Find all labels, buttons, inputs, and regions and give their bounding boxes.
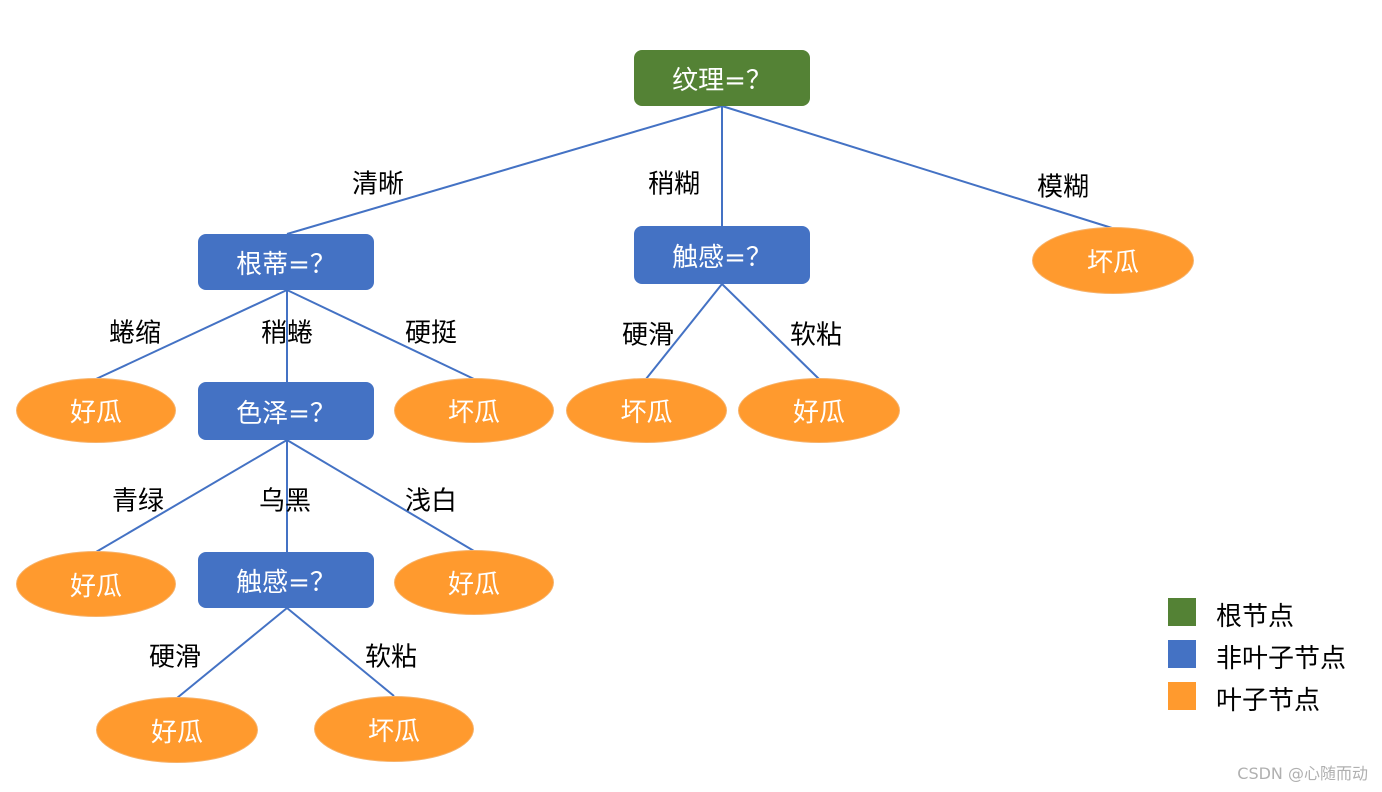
leaf-node: 好瓜	[16, 551, 176, 617]
legend-label: 非叶子节点	[1216, 644, 1347, 674]
inner-node: 根蒂=？	[198, 234, 374, 290]
root-node: 纹理=？	[634, 50, 810, 106]
edge-label: 硬挺	[404, 318, 458, 349]
leaf-node: 好瓜	[96, 697, 258, 763]
leaf-node: 坏瓜	[566, 378, 727, 443]
inner-node: 触感=？	[198, 552, 374, 608]
edge-label: 硬滑	[148, 642, 202, 673]
legend-swatch-inner	[1168, 640, 1196, 668]
edge-label: 清晰	[351, 169, 405, 200]
legend-label: 根节点	[1216, 602, 1295, 632]
leaf-node: 坏瓜	[314, 696, 474, 762]
edge-label: 浅白	[404, 486, 458, 517]
edge-line	[286, 105, 723, 235]
edge-line	[721, 283, 820, 380]
leaf-node: 坏瓜	[1032, 227, 1194, 294]
edge-line	[721, 105, 1113, 229]
edge-label: 稍蜷	[260, 318, 314, 349]
leaf-node: 好瓜	[394, 550, 554, 615]
edge-line	[645, 283, 723, 380]
legend-label: 叶子节点	[1216, 686, 1321, 716]
edge-label: 乌黑	[258, 486, 312, 517]
legend-swatch-root	[1168, 598, 1196, 626]
inner-node: 触感=？	[634, 226, 810, 284]
watermark: CSDN @心随而动	[1237, 764, 1368, 783]
edge-label: 硬滑	[621, 320, 675, 351]
inner-node: 色泽=？	[198, 382, 374, 440]
legend-swatch-leaf	[1168, 682, 1196, 710]
leaf-node: 坏瓜	[394, 378, 554, 443]
edge-line	[95, 289, 288, 380]
edge-line	[286, 439, 475, 552]
edge-label: 青绿	[111, 486, 165, 517]
leaf-node: 好瓜	[16, 378, 176, 443]
edge-label: 模糊	[1036, 172, 1090, 203]
edge-label: 稍糊	[647, 169, 701, 200]
edge-line	[286, 607, 395, 697]
edge-line	[176, 607, 288, 699]
leaf-node: 好瓜	[738, 378, 900, 443]
edge-label: 软粘	[364, 642, 418, 673]
edge-line	[286, 289, 475, 380]
edge-label: 软粘	[789, 320, 843, 351]
edge-label: 蜷缩	[108, 318, 162, 349]
edge-line	[95, 439, 288, 553]
